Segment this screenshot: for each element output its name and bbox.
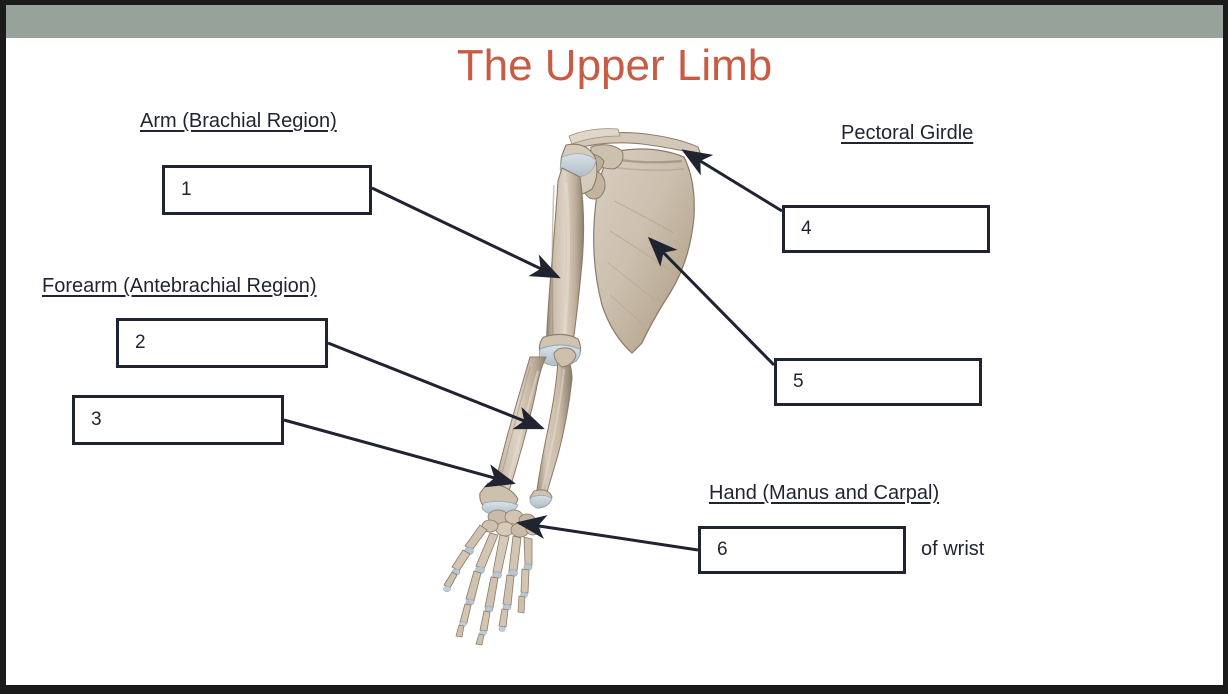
page-title: The Upper Limb [456, 41, 773, 90]
answer-box-3[interactable]: 3 [72, 395, 284, 445]
skeleton-bones [443, 128, 702, 646]
answer-box-3-label: 3 [91, 409, 102, 430]
answer-box-6-label: 6 [717, 539, 728, 560]
top-banner [6, 5, 1223, 38]
answer-box-4[interactable]: 4 [782, 205, 990, 253]
answer-box-5[interactable]: 5 [774, 358, 982, 406]
heading-forearm: Forearm (Antebrachial Region) [42, 275, 317, 297]
heading-hand: Hand (Manus and Carpal) [709, 482, 940, 504]
slide-canvas: The Upper Limb [6, 5, 1223, 685]
answer-box-6[interactable]: 6 [698, 526, 906, 574]
hand-suffix-text: of wrist [921, 538, 985, 560]
answer-box-5-label: 5 [793, 371, 804, 392]
answer-box-4-label: 4 [801, 218, 812, 239]
heading-arm: Arm (Brachial Region) [140, 110, 337, 132]
answer-box-1[interactable]: 1 [162, 165, 372, 215]
heading-pectoral-girdle: Pectoral Girdle [841, 122, 974, 144]
answer-box-2[interactable]: 2 [116, 318, 328, 368]
answer-box-1-label: 1 [181, 179, 192, 200]
upper-limb-skeleton-image [443, 128, 702, 646]
answer-box-2-label: 2 [135, 332, 146, 353]
